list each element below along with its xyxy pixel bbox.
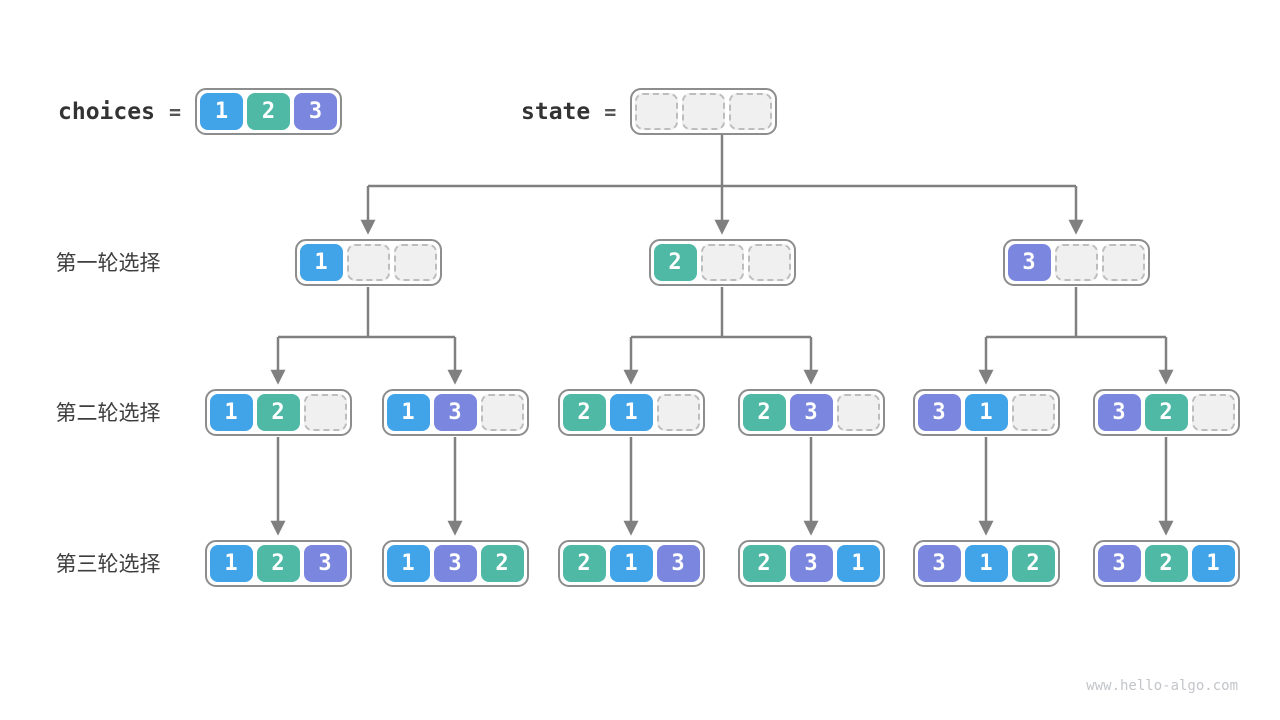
choice-cell-1: 1 bbox=[209, 545, 253, 582]
empty-slot bbox=[1011, 394, 1055, 431]
empty-slot bbox=[480, 394, 524, 431]
round-1-label: 第一轮选择 bbox=[55, 251, 161, 275]
choice-cell-3: 3 bbox=[1097, 394, 1141, 431]
state-label: state bbox=[521, 98, 591, 125]
choice-cell-2: 2 bbox=[562, 545, 606, 582]
empty-slot bbox=[682, 93, 726, 130]
empty-slot bbox=[1191, 394, 1235, 431]
empty-slot bbox=[303, 394, 347, 431]
choice-cell-2: 2 bbox=[1144, 394, 1188, 431]
empty-slot bbox=[700, 244, 744, 281]
equals-sign: = bbox=[168, 99, 181, 124]
empty-slot bbox=[836, 394, 880, 431]
choice-cell-3: 3 bbox=[789, 394, 833, 431]
choice-cell-2: 2 bbox=[256, 545, 300, 582]
choice-cell-2: 2 bbox=[742, 394, 786, 431]
choice-cell-2: 2 bbox=[653, 244, 697, 281]
choice-cell-2: 2 bbox=[562, 394, 606, 431]
choice-cell-3: 3 bbox=[433, 394, 477, 431]
choice-cell-3: 3 bbox=[917, 394, 961, 431]
choice-cell-3: 3 bbox=[789, 545, 833, 582]
state-node-3: 3 bbox=[1002, 239, 1150, 286]
empty-slot bbox=[346, 244, 390, 281]
choice-cell-1: 1 bbox=[836, 545, 880, 582]
choice-cell-3: 3 bbox=[293, 93, 337, 130]
choice-cell-2: 2 bbox=[256, 394, 300, 431]
choices-label: choices bbox=[58, 98, 155, 125]
empty-slot bbox=[656, 394, 700, 431]
choice-cell-1: 1 bbox=[386, 394, 430, 431]
choice-cell-3: 3 bbox=[1007, 244, 1051, 281]
empty-slot bbox=[1101, 244, 1145, 281]
empty-slot bbox=[747, 244, 791, 281]
empty-slot bbox=[635, 93, 679, 130]
empty-slot bbox=[729, 93, 773, 130]
choice-cell-2: 2 bbox=[1144, 545, 1188, 582]
choice-cell-1: 1 bbox=[199, 93, 243, 130]
choice-cell-1: 1 bbox=[609, 545, 653, 582]
choice-cell-2: 2 bbox=[246, 93, 290, 130]
choice-cell-3: 3 bbox=[656, 545, 700, 582]
choice-cell-3: 3 bbox=[433, 545, 477, 582]
choice-cell-1: 1 bbox=[386, 545, 430, 582]
choice-cell-2: 2 bbox=[1011, 545, 1055, 582]
choice-cell-1: 1 bbox=[1191, 545, 1235, 582]
choice-cell-2: 2 bbox=[742, 545, 786, 582]
choice-cell-1: 1 bbox=[299, 244, 343, 281]
choice-cell-3: 3 bbox=[303, 545, 347, 582]
state-definition: state = bbox=[521, 88, 778, 135]
choice-cell-1: 1 bbox=[209, 394, 253, 431]
choice-cell-2: 2 bbox=[480, 545, 524, 582]
state-array bbox=[630, 88, 778, 135]
watermark: www.hello-algo.com bbox=[1086, 678, 1238, 694]
choice-cell-1: 1 bbox=[964, 545, 1008, 582]
choice-cell-1: 1 bbox=[609, 394, 653, 431]
empty-slot bbox=[1054, 244, 1098, 281]
choice-cell-1: 1 bbox=[964, 394, 1008, 431]
choice-cell-3: 3 bbox=[917, 545, 961, 582]
state-node-1: 1 bbox=[294, 239, 442, 286]
choice-cell-3: 3 bbox=[1097, 545, 1141, 582]
equals-sign: = bbox=[604, 99, 617, 124]
state-node-2: 2 bbox=[648, 239, 796, 286]
round-2-label: 第二轮选择 bbox=[55, 401, 161, 425]
empty-slot bbox=[393, 244, 437, 281]
round-3-label: 第三轮选择 bbox=[55, 552, 161, 576]
